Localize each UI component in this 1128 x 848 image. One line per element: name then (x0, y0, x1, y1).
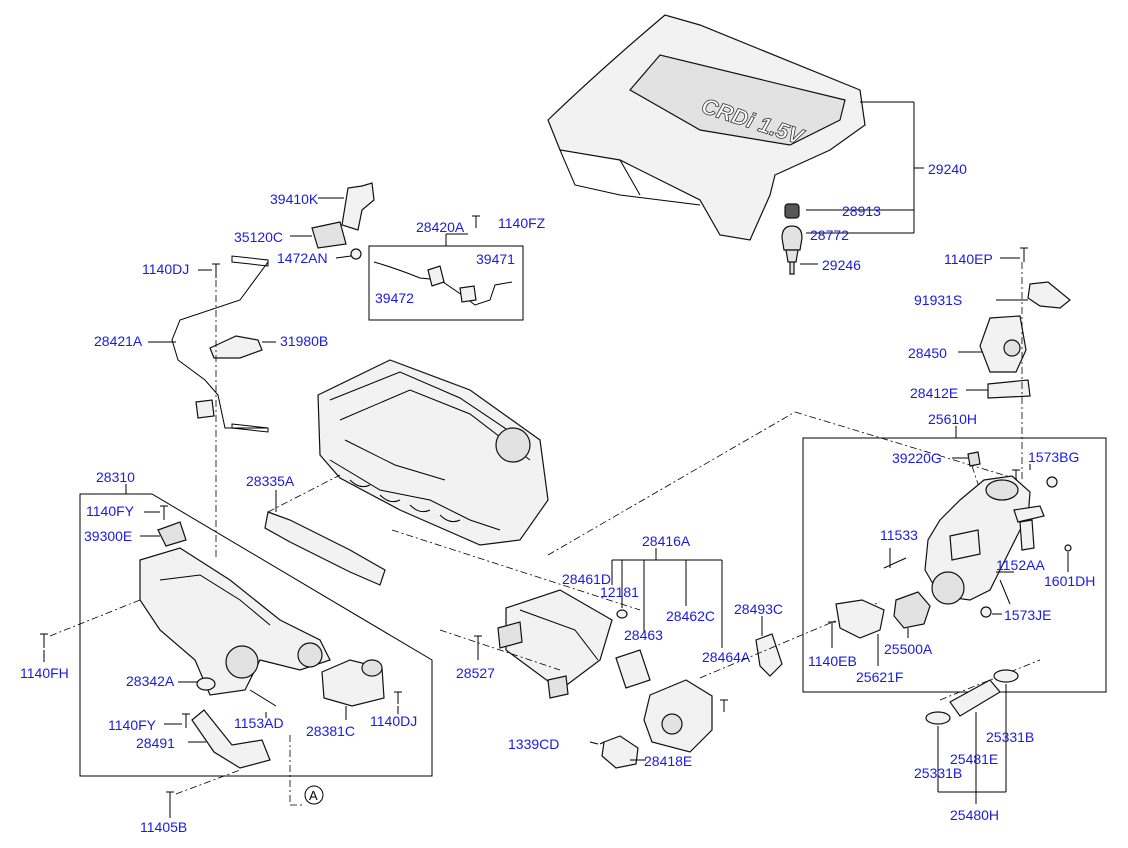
label-25331B-right[interactable]: 25331B (986, 729, 1034, 745)
stud-29246 (785, 249, 799, 275)
label-25480H[interactable]: 25480H (950, 807, 999, 823)
label-12181[interactable]: 12181 (600, 584, 639, 600)
label-1339CD[interactable]: 1339CD (508, 736, 559, 752)
intake-manifold-box (79, 493, 433, 777)
callout-A: A (309, 788, 318, 803)
label-39300E[interactable]: 39300E (84, 528, 132, 544)
label-1140FY-top[interactable]: 1140FY (86, 503, 135, 519)
gasket-28463 (615, 649, 651, 689)
egr-valve-28450-part (979, 315, 1027, 373)
label-28418E[interactable]: 28418E (644, 753, 692, 769)
label-11533[interactable]: 11533 (880, 527, 918, 543)
thermostat-housing-box (802, 437, 1107, 693)
sensor-39300E (157, 521, 187, 547)
label-1601DH[interactable]: 1601DH (1044, 573, 1095, 589)
label-35120C[interactable]: 35120C (234, 229, 283, 245)
label-1140FY-bot[interactable]: 1140FY (108, 717, 157, 733)
label-29246[interactable]: 29246 (822, 257, 861, 273)
clamp-25331B-right (993, 669, 1019, 683)
clip-1472AN (350, 248, 362, 260)
label-39220G[interactable]: 39220G (892, 450, 942, 466)
label-28462C[interactable]: 28462C (666, 608, 715, 624)
engine-cover-part: CRDi 1.5V (547, 14, 866, 241)
label-28342A[interactable]: 28342A (126, 673, 175, 689)
label-1152AA[interactable]: 1152AA (996, 557, 1045, 573)
label-28416A[interactable]: 28416A (642, 533, 691, 549)
seal-12181 (616, 609, 628, 619)
label-91931S[interactable]: 91931S (914, 292, 962, 308)
label-1140EP[interactable]: 1140EP (944, 251, 993, 267)
label-1472AN[interactable]: 1472AN (277, 250, 328, 266)
gasket-28335A (264, 511, 386, 586)
label-28463[interactable]: 28463 (624, 627, 663, 643)
thermostat-25500A (893, 591, 931, 629)
gasket-28493C (755, 633, 783, 677)
label-39471[interactable]: 39471 (476, 251, 515, 267)
pipe-28491 (191, 709, 271, 769)
label-1573JE[interactable]: 1573JE (1004, 607, 1051, 623)
sensor-39220G (967, 451, 981, 467)
plug-1573BG (1046, 476, 1058, 488)
label-28772[interactable]: 28772 (810, 227, 849, 243)
label-28335A[interactable]: 28335A (246, 473, 295, 489)
label-1140FZ[interactable]: 1140FZ (498, 215, 546, 231)
plug-1573JE (980, 606, 992, 618)
seal-28342A (196, 677, 216, 691)
clamp-25331B-left (925, 711, 951, 725)
gasket-28418E (601, 735, 639, 769)
sensor-35120C (311, 221, 347, 249)
bracket-31980B (209, 335, 263, 359)
hose-25481E (949, 679, 1001, 717)
label-28421A[interactable]: 28421A (94, 333, 143, 349)
label-28420A[interactable]: 28420A (416, 219, 465, 235)
label-1573BG[interactable]: 1573BG (1028, 449, 1079, 465)
label-25610H[interactable]: 25610H (928, 411, 977, 427)
cylinder-head-part (317, 359, 549, 546)
thermostat-housing-part (924, 475, 1045, 605)
label-39472[interactable]: 39472 (375, 290, 414, 306)
label-28464A[interactable]: 28464A (702, 649, 751, 665)
label-25621F[interactable]: 25621F (856, 669, 903, 685)
label-28450[interactable]: 28450 (908, 345, 947, 361)
label-28310[interactable]: 28310 (96, 469, 135, 485)
mount-28772 (781, 225, 803, 251)
cover-25621F (835, 599, 885, 639)
label-28461D[interactable]: 28461D (562, 571, 611, 587)
label-25481E[interactable]: 25481E (950, 751, 998, 767)
intake-manifold-part (139, 547, 331, 696)
label-25331B-left[interactable]: 25331B (914, 765, 962, 781)
label-28493C[interactable]: 28493C (734, 601, 783, 617)
label-1140EB[interactable]: 1140EB (808, 653, 857, 669)
label-28913[interactable]: 28913 (842, 203, 881, 219)
bracket-91931S (1027, 281, 1071, 309)
grommet-28913 (784, 203, 800, 219)
egr-valve-part (643, 679, 713, 753)
label-31980B[interactable]: 31980B (280, 333, 328, 349)
label-28381C[interactable]: 28381C (306, 723, 355, 739)
label-1153AD[interactable]: 1153AD (234, 715, 284, 731)
label-28527[interactable]: 28527 (456, 665, 495, 681)
gasket-28412E (987, 379, 1031, 399)
bracket-39410K (341, 182, 375, 231)
label-1140DJ-bot[interactable]: 1140DJ (370, 713, 417, 729)
label-29240[interactable]: 29240 (928, 161, 967, 177)
egr-cooler-part (497, 589, 613, 699)
label-1140FH[interactable]: 1140FH (20, 665, 69, 681)
label-39410K[interactable]: 39410K (270, 191, 319, 207)
plug-1601DH (1064, 544, 1072, 552)
label-28412E[interactable]: 28412E (910, 385, 958, 401)
label-25500A[interactable]: 25500A (884, 641, 933, 657)
label-1140DJ-top[interactable]: 1140DJ (142, 261, 189, 277)
label-11405B[interactable]: 11405B (140, 819, 187, 835)
label-28491[interactable]: 28491 (136, 735, 175, 751)
